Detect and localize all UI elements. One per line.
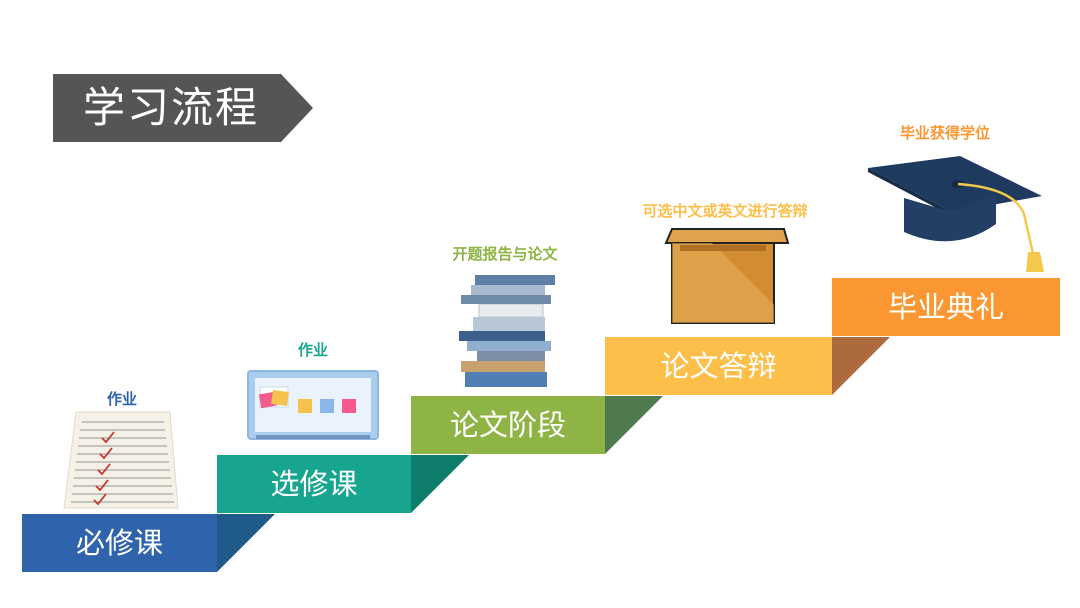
caption-2: 作业 (297, 341, 328, 359)
caption-3: 开题报告与论文 (452, 245, 558, 263)
book-stack-icon (459, 275, 555, 387)
title-banner: 学习流程 (53, 74, 313, 142)
caption-4: 可选中文或英文进行答辩 (642, 202, 808, 220)
paper-sheet-icon (63, 411, 179, 509)
step-4-side (832, 337, 890, 395)
step-label-4: 论文答辩 (660, 349, 777, 383)
step-label-1: 必修课 (75, 526, 163, 560)
step-1-side (217, 514, 275, 572)
caption-1: 作业 (106, 390, 137, 408)
whiteboard-icon (247, 370, 379, 440)
step-5-face (832, 278, 1060, 336)
step-4-face (605, 337, 832, 395)
graduation-cap-icon (868, 156, 1044, 272)
step-label-5: 毕业典礼 (887, 290, 1004, 324)
step-3-face (411, 396, 605, 454)
step-1-face (22, 514, 217, 572)
title-banner-shape (53, 74, 313, 142)
lectern-icon (664, 228, 790, 324)
step-label-2: 选修课 (270, 467, 358, 501)
step-label-3: 论文阶段 (449, 408, 566, 442)
page-title: 学习流程 (83, 83, 260, 132)
caption-5: 毕业获得学位 (899, 124, 990, 142)
step-2-face (217, 455, 411, 513)
step-2-side (411, 455, 469, 513)
step-3-side (605, 396, 663, 454)
